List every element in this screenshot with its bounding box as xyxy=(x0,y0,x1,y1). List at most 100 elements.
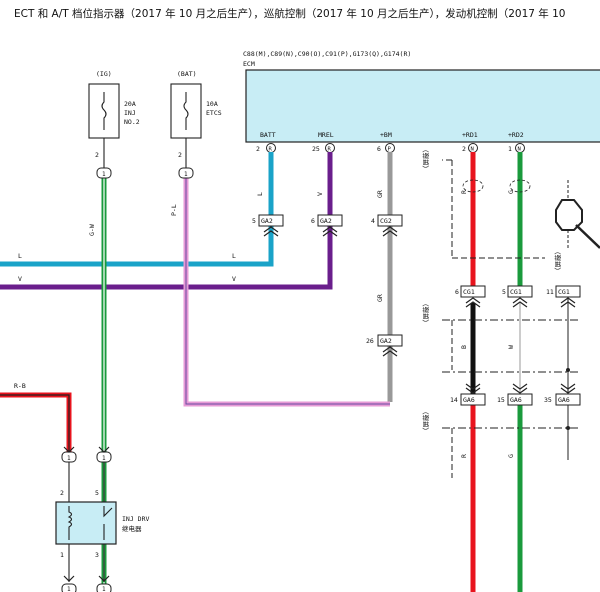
svg-text:1: 1 xyxy=(102,455,106,462)
ecm-pin-label-batt: BATT xyxy=(260,131,276,139)
svg-text:2: 2 xyxy=(60,489,64,497)
page-title: ECT 和 A/T 档位指示器（2017 年 10 月之后生产），巡航控制（20… xyxy=(14,8,566,20)
wire-label-gr-upper: GR xyxy=(376,190,384,198)
ecm-pin-rd2[interactable]: 1 N xyxy=(508,143,525,154)
svg-text:继电器: 继电器 xyxy=(122,524,142,533)
shield-lower: （屏蔽） xyxy=(421,408,580,478)
svg-text:N: N xyxy=(518,147,521,153)
svg-text:NO.2: NO.2 xyxy=(124,118,140,126)
svg-text:(BAT): (BAT) xyxy=(177,70,197,78)
wire-label-v-right: V xyxy=(232,275,236,283)
ecm-pin-bm[interactable]: 6 P xyxy=(377,143,395,154)
connector-relay-top-right[interactable]: 1 xyxy=(96,451,112,463)
wire-label-g-upper: G xyxy=(507,190,515,194)
fuse-inj-no2[interactable]: (IG) 20A INJ NO.2 2 xyxy=(88,70,140,159)
ecm-name: ECM xyxy=(243,60,255,68)
svg-text:N: N xyxy=(471,147,474,153)
wire-label-w: W xyxy=(507,345,515,349)
svg-text:INJ DRV: INJ DRV xyxy=(122,515,149,523)
svg-text:ETCS: ETCS xyxy=(206,109,222,117)
wire-label-r-upper: R xyxy=(460,190,468,194)
svg-text:P: P xyxy=(388,147,392,153)
connector-fuse-etcs[interactable]: 1 xyxy=(178,167,194,179)
ecm-pin-label-mrel: MREL xyxy=(318,131,334,139)
connector-ga6-35[interactable]: 35 GA6 xyxy=(544,383,581,406)
svg-text:1: 1 xyxy=(67,586,71,592)
wire-label-gr-lower: GR xyxy=(376,294,384,302)
svg-text:6: 6 xyxy=(377,145,381,153)
svg-text:26: 26 xyxy=(366,337,374,345)
wire-pl-pink xyxy=(183,176,390,407)
wire-label-l-left: L xyxy=(18,252,22,260)
relay-inj-drv[interactable]: 2 5 INJ DRV 继电器 1 3 xyxy=(55,489,149,559)
connector-ga6-15[interactable]: 15 GA6 xyxy=(497,383,533,406)
connector-relay-bottom-left[interactable]: 1 xyxy=(61,583,77,592)
svg-text:GA6: GA6 xyxy=(463,396,475,404)
shield-upper: （屏蔽） xyxy=(421,146,545,259)
connector-ga6-14[interactable]: 14 GA6 xyxy=(450,383,486,406)
svg-text:3: 3 xyxy=(95,551,99,559)
connector-cg1-6[interactable]: 6 CG1 xyxy=(455,285,486,308)
ecm-pin-batt[interactable]: 2 R xyxy=(256,143,276,154)
connector-relay-top-left[interactable]: 1 xyxy=(61,451,77,463)
svg-text:1: 1 xyxy=(184,171,188,178)
wire-label-g-lower: G xyxy=(507,454,515,458)
shield-label-right: （屏蔽） xyxy=(553,248,562,274)
svg-text:1: 1 xyxy=(508,145,512,153)
ecm-pin-label-bm: +BM xyxy=(380,131,392,139)
shield-middle: （屏蔽） xyxy=(421,300,580,373)
svg-text:2: 2 xyxy=(256,145,260,153)
ecm-codes: C88(M),C89(N),C90(O),C91(P),G173(Q),G174… xyxy=(243,50,411,58)
svg-text:1: 1 xyxy=(102,586,106,592)
svg-text:5: 5 xyxy=(252,217,256,225)
connector-ga2-5[interactable]: 5 GA2 xyxy=(252,214,284,237)
shield-label-upper: （屏蔽） xyxy=(421,146,430,172)
wire-label-gw: G-W xyxy=(88,224,96,236)
svg-text:GA6: GA6 xyxy=(510,396,522,404)
svg-text:CG1: CG1 xyxy=(558,288,570,296)
svg-text:6: 6 xyxy=(311,217,315,225)
svg-text:20A: 20A xyxy=(124,100,136,108)
svg-text:2: 2 xyxy=(462,145,466,153)
svg-text:4: 4 xyxy=(371,217,375,225)
svg-text:GA2: GA2 xyxy=(261,217,273,225)
wire-label-v-left: V xyxy=(18,275,22,283)
connector-cg1-5[interactable]: 5 CG1 xyxy=(502,285,533,308)
svg-text:R: R xyxy=(328,147,332,153)
svg-text:GA2: GA2 xyxy=(380,337,392,345)
wire-l-blue xyxy=(0,152,274,267)
svg-text:5: 5 xyxy=(502,288,506,296)
svg-text:25: 25 xyxy=(312,145,320,153)
svg-text:CG2: CG2 xyxy=(380,217,392,225)
wire-label-l-vert: L xyxy=(256,192,264,196)
svg-text:5: 5 xyxy=(95,489,99,497)
shield-junction-right: （屏蔽） xyxy=(553,180,600,430)
shield-label-middle: （屏蔽） xyxy=(421,300,430,326)
connector-relay-bottom-right[interactable]: 1 xyxy=(96,583,112,592)
wire-label-l-right: L xyxy=(232,252,236,260)
svg-text:2: 2 xyxy=(95,151,99,159)
svg-text:1: 1 xyxy=(60,551,64,559)
connector-fuse-inj[interactable]: 1 xyxy=(96,167,112,179)
ecm-pin-label-rd2: +RD2 xyxy=(508,131,524,139)
svg-text:1: 1 xyxy=(102,171,106,178)
connector-ga2-26[interactable]: 26 GA2 xyxy=(366,334,403,357)
svg-text:R: R xyxy=(269,147,273,153)
ecm-pin-label-rd1: +RD1 xyxy=(462,131,478,139)
svg-text:CG1: CG1 xyxy=(510,288,522,296)
fuse-etcs[interactable]: (BAT) 10A ETCS 2 xyxy=(170,70,222,159)
wire-label-rb: R-B xyxy=(14,382,26,390)
svg-text:11: 11 xyxy=(546,288,554,296)
connector-ga2-6[interactable]: 6 GA2 xyxy=(311,214,343,237)
svg-text:10A: 10A xyxy=(206,100,218,108)
ecm-pin-mrel[interactable]: 25 R xyxy=(312,143,335,154)
connector-cg2-4[interactable]: 4 CG2 xyxy=(371,214,403,237)
svg-text:35: 35 xyxy=(544,396,552,404)
connector-cg1-11[interactable]: 11 CG1 xyxy=(546,285,581,308)
svg-text:2: 2 xyxy=(178,151,182,159)
ecm-pin-rd1[interactable]: 2 N xyxy=(462,143,478,154)
svg-text:CG1: CG1 xyxy=(463,288,475,296)
wire-label-r-lower: R xyxy=(460,454,468,458)
ecm-box[interactable] xyxy=(245,69,600,143)
